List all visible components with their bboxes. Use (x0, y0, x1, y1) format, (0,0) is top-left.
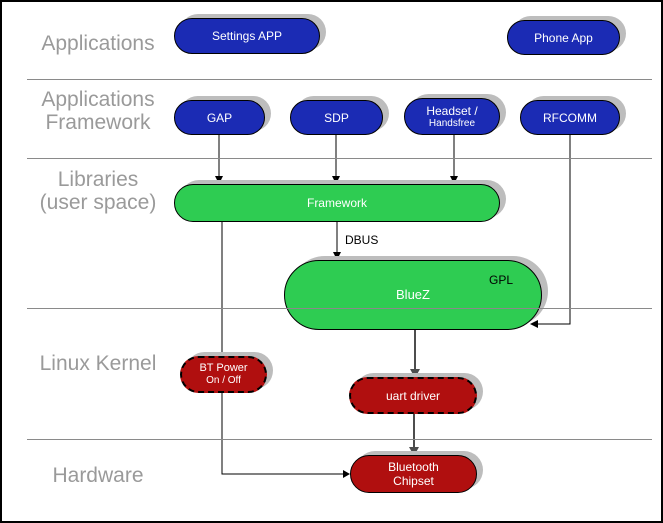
layer-label-applications-framework: Applications Framework (41, 88, 155, 134)
node-bluetooth-chipset: Bluetooth Chipset (350, 455, 477, 493)
connector-framework-chipset (221, 222, 343, 475)
layer-divider-2 (27, 158, 652, 159)
node-phone-app: Phone App (507, 20, 620, 55)
connector-rfcomm-bluez (538, 135, 571, 325)
node-bt-power: BT Power On / Off (180, 356, 267, 393)
layer-label-applications: Applications (41, 32, 155, 55)
thin-arrowheads (215, 176, 538, 478)
node-uart-driver: uart driver (349, 377, 477, 414)
dbus-label: DBUS (345, 233, 379, 247)
arrowhead-into-bluez-top (333, 252, 341, 260)
layer-divider-1 (27, 79, 652, 80)
node-gap: GAP (174, 100, 265, 135)
node-rfcomm: RFCOMM (520, 100, 620, 135)
arrowhead-into-framework-2 (332, 176, 340, 184)
arrowhead-into-framework-3 (450, 176, 458, 184)
layer-divider-3 (27, 308, 652, 309)
gpl-badge: GPL (488, 273, 513, 287)
layer-label-hardware: Hardware (52, 464, 144, 487)
arrowhead-into-chipset-top (409, 447, 419, 456)
thick-arrowheads (409, 369, 420, 456)
node-settings-app: Settings APP (174, 18, 320, 54)
arrowhead-into-framework-1 (215, 176, 223, 184)
layer-label-libraries: Libraries (user space) (39, 168, 157, 214)
arrowhead-into-uart-top (410, 369, 420, 378)
layer-divider-4 (27, 439, 652, 440)
node-framework: Framework (174, 184, 500, 222)
arrowhead-into-bluez-right (530, 320, 538, 328)
arrowhead-into-chipset-left (343, 470, 350, 478)
layer-label-linux-kernel: Linux Kernel (39, 352, 157, 375)
node-sdp: SDP (290, 100, 383, 135)
thick-connectors (413, 330, 416, 448)
thin-connectors (218, 135, 571, 475)
node-bluez: BlueZ GPL (284, 260, 542, 330)
node-headset-handsfree: Headset / Handsfree (404, 98, 500, 135)
